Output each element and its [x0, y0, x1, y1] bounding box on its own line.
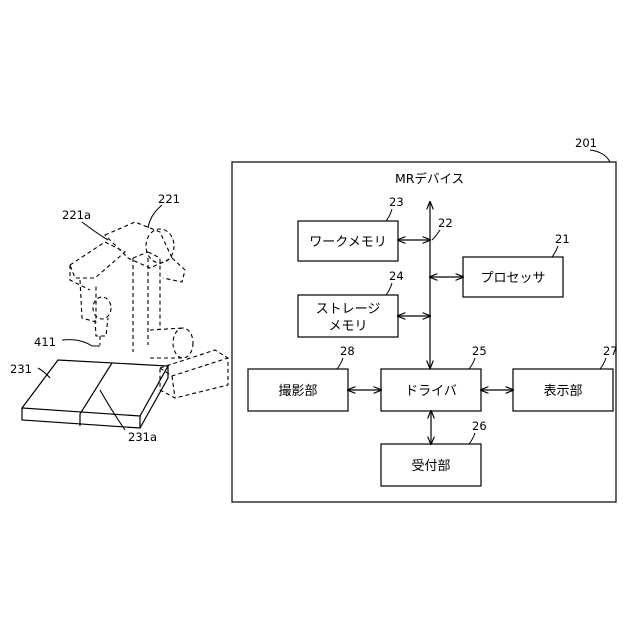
ref-221a: 221a	[62, 208, 91, 222]
ref-411: 411	[34, 335, 56, 349]
processor-label: プロセッサ	[480, 271, 545, 286]
leader-25	[469, 358, 475, 369]
storage-memory-label-line1: ストレージ	[316, 302, 381, 317]
device-title: MRデバイス	[395, 171, 464, 186]
display-label: 表示部	[543, 384, 582, 399]
leader-24	[386, 283, 392, 295]
receiver-label: 受付部	[411, 459, 450, 474]
leader-22	[432, 230, 440, 240]
driver-ref: 25	[472, 344, 487, 358]
robot-arm	[70, 222, 228, 398]
leader-26	[469, 433, 475, 444]
storage-memory-ref: 24	[389, 269, 404, 283]
tool-line	[62, 340, 100, 346]
ref-221: 221	[158, 192, 180, 206]
camera-ref: 28	[340, 344, 355, 358]
camera-label: 撮影部	[278, 383, 317, 399]
processor-ref: 21	[555, 232, 570, 246]
leader-231a	[100, 390, 125, 430]
leader-23	[386, 209, 392, 221]
robot-illustration	[22, 205, 228, 430]
bus-ref: 22	[438, 216, 453, 230]
work-memory-ref: 23	[389, 195, 404, 209]
leader-27	[600, 358, 606, 369]
workpiece	[22, 360, 168, 428]
leader-221	[148, 205, 162, 228]
receiver-ref: 26	[472, 419, 487, 433]
leader-28	[337, 358, 343, 369]
leader-221a	[82, 222, 108, 240]
storage-memory-label-line2: メモリ	[328, 319, 367, 334]
device-ref: 201	[575, 136, 597, 150]
display-ref: 27	[603, 344, 618, 358]
driver-label: ドライバ	[405, 384, 457, 399]
ref-231: 231	[10, 362, 32, 376]
ref-231a: 231a	[128, 430, 157, 444]
leader-201	[590, 150, 610, 162]
leader-21	[552, 246, 558, 257]
work-memory-label: ワークメモリ	[309, 235, 386, 250]
